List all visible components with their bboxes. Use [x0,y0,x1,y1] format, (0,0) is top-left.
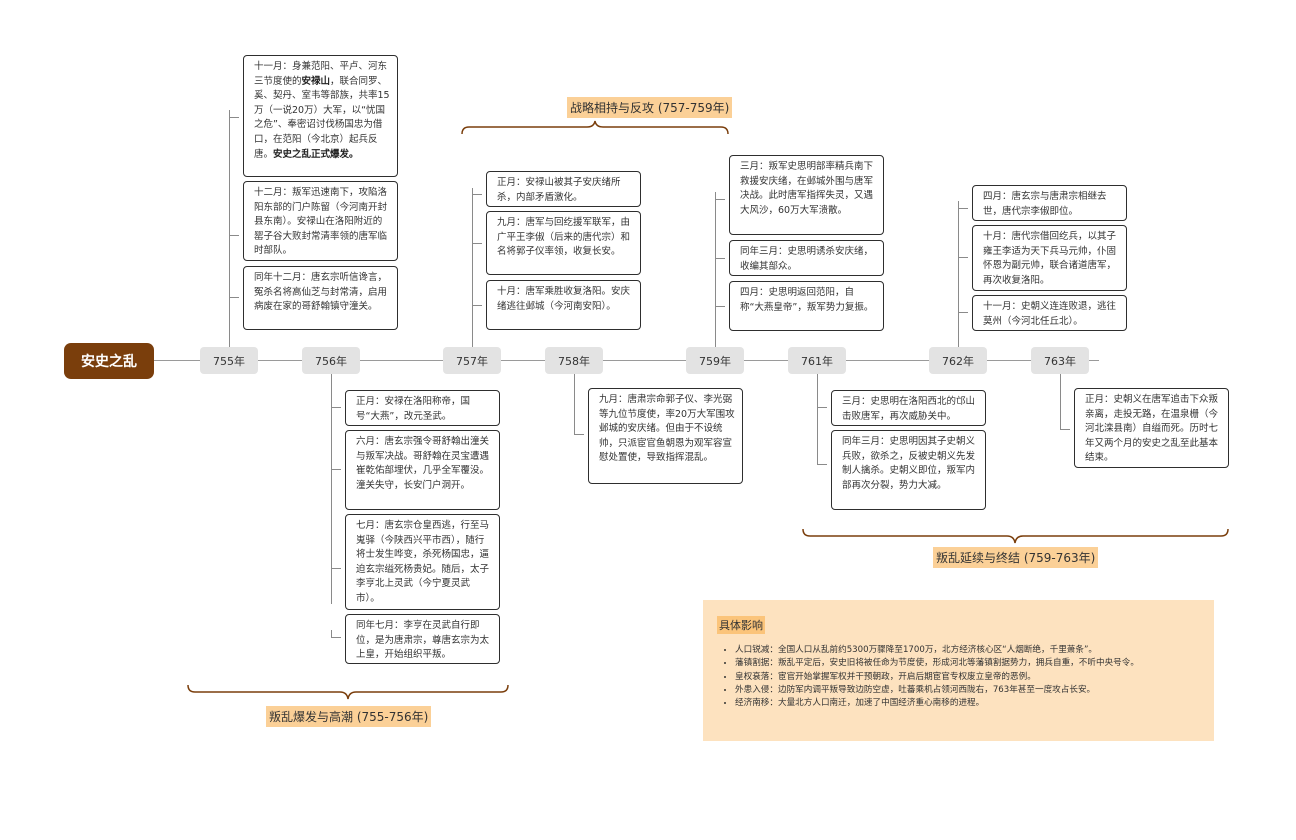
branch-connector [958,250,968,258]
branch-line [817,374,818,464]
branch-connector [472,236,482,244]
event-card[interactable]: 十一月：史朝义连连败退，逃往莫州（今河北任丘北）。 [972,295,1127,331]
phase-brace [461,120,729,135]
impact-item: 外患入侵：边防军内调平叛导致边防空虚，吐蕃乘机占领河西陇右，763年甚至一度攻占… [735,684,1200,697]
branch-line [958,208,959,347]
branch-connector [715,299,725,307]
branch-connector [229,110,239,118]
event-card[interactable]: 同年十二月：唐玄宗听信谗言，冤杀名将高仙芝与封常清，启用病废在家的哥舒翰镇守潼关… [243,266,398,330]
branch-connector [958,201,968,209]
branch-connector [331,630,341,638]
event-card[interactable]: 六月：唐玄宗强令哥舒翰出潼关与叛军决战。哥舒翰在灵宝遭遇崔乾佑部埋伏，几乎全军覆… [345,430,500,510]
branch-connector [472,188,482,195]
event-text: 十一月：史朝义连连败退，逃往莫州（今河北任丘北）。 [983,301,1117,327]
event-text-bold: 安史之乱正式爆发。 [273,148,359,160]
event-card[interactable]: 九月：唐肃宗命郭子仪、李光弼等九位节度使，率20万大军围攻邺城的安庆绪。但由于不… [588,388,743,484]
event-text: 同年七月：李亨在灵武自行即位，是为唐肃宗，尊唐玄宗为太上皇，开始组织平叛。 [356,620,490,661]
event-text: 三月：叛军史思明部率精兵南下救援安庆绪，在邺城外围与唐军决战。此时唐军指挥失灵，… [740,161,874,216]
event-card[interactable]: 正月：史朝义在唐军追击下众叛亲离，走投无路，在温泉栅（今河北滦县南）自缢而死。历… [1074,388,1229,468]
year-node[interactable]: 758年 [545,347,603,374]
branch-connector [817,457,827,465]
event-card[interactable]: 四月：史思明返回范阳，自称“大燕皇帝”，叛军势力复振。 [729,281,884,331]
event-card[interactable]: 同年七月：李亨在灵武自行即位，是为唐肃宗，尊唐玄宗为太上皇，开始组织平叛。 [345,614,500,664]
event-card[interactable]: 同年三月：史思明诱杀安庆绪，收编其部众。 [729,240,884,276]
event-text-bold: 安禄山 [301,75,331,87]
event-card[interactable]: 正月：安禄在洛阳称帝，国号“大燕”，改元圣武。 [345,390,500,426]
branch-connector [1060,374,1070,430]
event-text: 四月：唐玄宗与唐肃宗相继去世，唐代宗李俶即位。 [983,191,1107,217]
event-card[interactable]: 三月：史思明在洛阳西北的邙山击败唐军，再次威胁关中。 [831,390,986,426]
phase-brace [802,528,1229,544]
event-card[interactable]: 三月：叛军史思明部率精兵南下救援安庆绪，在邺城外围与唐军决战。此时唐军指挥失灵，… [729,155,884,235]
event-card[interactable]: 同年三月：史思明因其子史朝义兵败，欲杀之，反被史朝义先发制人擒杀。史朝义即位，叛… [831,430,986,510]
year-node[interactable]: 759年 [686,347,744,374]
event-card[interactable]: 十二月：叛军迅速南下，攻陷洛阳东部的门户陈留（今河南开封县东南）。安禄山在洛阳附… [243,181,398,261]
event-text: 十一月：身兼范阳、平卢、河东三节度使的 [254,61,388,87]
branch-connector [229,290,239,298]
event-text: 十二月：叛军迅速南下，攻陷洛阳东部的门户陈留（今河南开封县东南）。安禄山在洛阳附… [254,187,388,257]
event-text: 九月：唐军与回纥援军联军，由广平王李俶（后来的唐代宗）和名将郭子仪率领，收复长安… [497,217,631,258]
event-text: 正月：安禄山被其子安庆绪所杀，内部矛盾激化。 [497,177,621,203]
event-text: 四月：史思明返回范阳，自称“大燕皇帝”，叛军势力复振。 [740,287,874,313]
impact-title: 具体影响 [717,616,765,634]
event-text: 正月：安禄在洛阳称帝，国号“大燕”，改元圣武。 [356,396,471,422]
year-node[interactable]: 757年 [443,347,501,374]
year-node[interactable]: 761年 [788,347,846,374]
event-text: 十月：唐军乘胜收复洛阳。安庆绪逃往邺城（今河南安阳）。 [497,286,631,312]
branch-connector [817,374,827,408]
event-text: 同年三月：史思明诱杀安庆绪，收编其部众。 [740,246,874,272]
event-text: 六月：唐玄宗强令哥舒翰出潼关与叛军决战。哥舒翰在灵宝遭遇崔乾佑部埋伏，几乎全军覆… [356,436,490,491]
branch-connector [715,192,725,200]
phase-label[interactable]: 叛乱延续与终结 (759-763年) [933,547,1099,568]
timeline-axis [154,360,1099,361]
year-node[interactable]: 762年 [929,347,987,374]
branch-line [715,199,716,347]
branch-connector [331,374,341,408]
branch-connector [715,251,725,259]
root-topic-label: 安史之乱 [81,354,137,370]
impact-item: 经济南移：大量北方人口南迁，加速了中国经济重心南移的进程。 [735,697,1200,710]
year-node[interactable]: 755年 [200,347,258,374]
event-text: 七月：唐玄宗仓皇西逃，行至马嵬驿（今陕西兴平市西），随行将士发生哗变，杀死杨国忠… [356,520,490,604]
impact-item: 皇权衰落：宦官开始掌握军权并干预朝政，开启后期宦官专权废立皇帝的恶例。 [735,671,1200,684]
event-text: 正月：史朝义在唐军追击下众叛亲离，走投无路，在温泉栅（今河北滦县南）自缢而死。历… [1085,394,1219,464]
branch-connector [472,298,482,306]
root-topic[interactable]: 安史之乱 [64,343,154,379]
event-card[interactable]: 十一月：身兼范阳、平卢、河东三节度使的安禄山，联合同罗、奚、契丹、室韦等部族，共… [243,55,398,177]
impact-item: 藩镇割据：叛乱平定后，安史旧将被任命为节度使，形成河北等藩镇割据势力，拥兵自重，… [735,657,1200,670]
year-node[interactable]: 756年 [302,347,360,374]
branch-connector [331,561,341,569]
impact-item: 人口锐减：全国人口从乱前约5300万骤降至1700万，北方经济核心区“人烟断绝，… [735,644,1200,657]
impact-box[interactable]: 具体影响 人口锐减：全国人口从乱前约5300万骤降至1700万，北方经济核心区“… [703,600,1214,741]
phase-label[interactable]: 战略相持与反攻 (757-759年) [567,97,733,118]
impact-list: 人口锐减：全国人口从乱前约5300万骤降至1700万，北方经济核心区“人烟断绝，… [717,644,1200,710]
event-text: 同年三月：史思明因其子史朝义兵败，欲杀之，反被史朝义先发制人擒杀。史朝义即位，叛… [842,436,976,491]
phase-label[interactable]: 叛乱爆发与高潮 (755-756年) [266,706,432,727]
event-text: 同年十二月：唐玄宗听信谗言，冤杀名将高仙芝与封常清，启用病废在家的哥舒翰镇守潼关… [254,272,388,313]
event-text: 三月：史思明在洛阳西北的邙山击败唐军，再次威胁关中。 [842,396,976,422]
branch-connector [331,462,341,470]
phase-brace [187,684,509,700]
event-card[interactable]: 十月：唐军乘胜收复洛阳。安庆绪逃往邺城（今河南安阳）。 [486,280,641,330]
event-text: ，联合同罗、奚、契丹、室韦等部族，共率15万（一说20万）大军，以“忧国之危”、… [254,75,390,160]
branch-line [472,194,473,347]
event-card[interactable]: 九月：唐军与回纥援军联军，由广平王李俶（后来的唐代宗）和名将郭子仪率领，收复长安… [486,211,641,275]
event-card[interactable]: 七月：唐玄宗仓皇西逃，行至马嵬驿（今陕西兴平市西），随行将士发生哗变，杀死杨国忠… [345,514,500,610]
branch-line [331,374,332,604]
event-card[interactable]: 四月：唐玄宗与唐肃宗相继去世，唐代宗李俶即位。 [972,185,1127,221]
event-text: 十月：唐代宗借回纥兵，以其子雍王李适为天下兵马元帅，仆固怀恩为副元帅，联合诸道唐… [983,231,1117,286]
branch-connector [958,305,968,313]
year-node[interactable]: 763年 [1031,347,1089,374]
event-card[interactable]: 正月：安禄山被其子安庆绪所杀，内部矛盾激化。 [486,171,641,207]
branch-connector [574,374,584,435]
event-text: 九月：唐肃宗命郭子仪、李光弼等九位节度使，率20万大军围攻邺城的安庆绪。但由于不… [599,394,735,464]
event-card[interactable]: 十月：唐代宗借回纥兵，以其子雍王李适为天下兵马元帅，仆固怀恩为副元帅，联合诸道唐… [972,225,1127,291]
branch-connector [229,228,239,236]
